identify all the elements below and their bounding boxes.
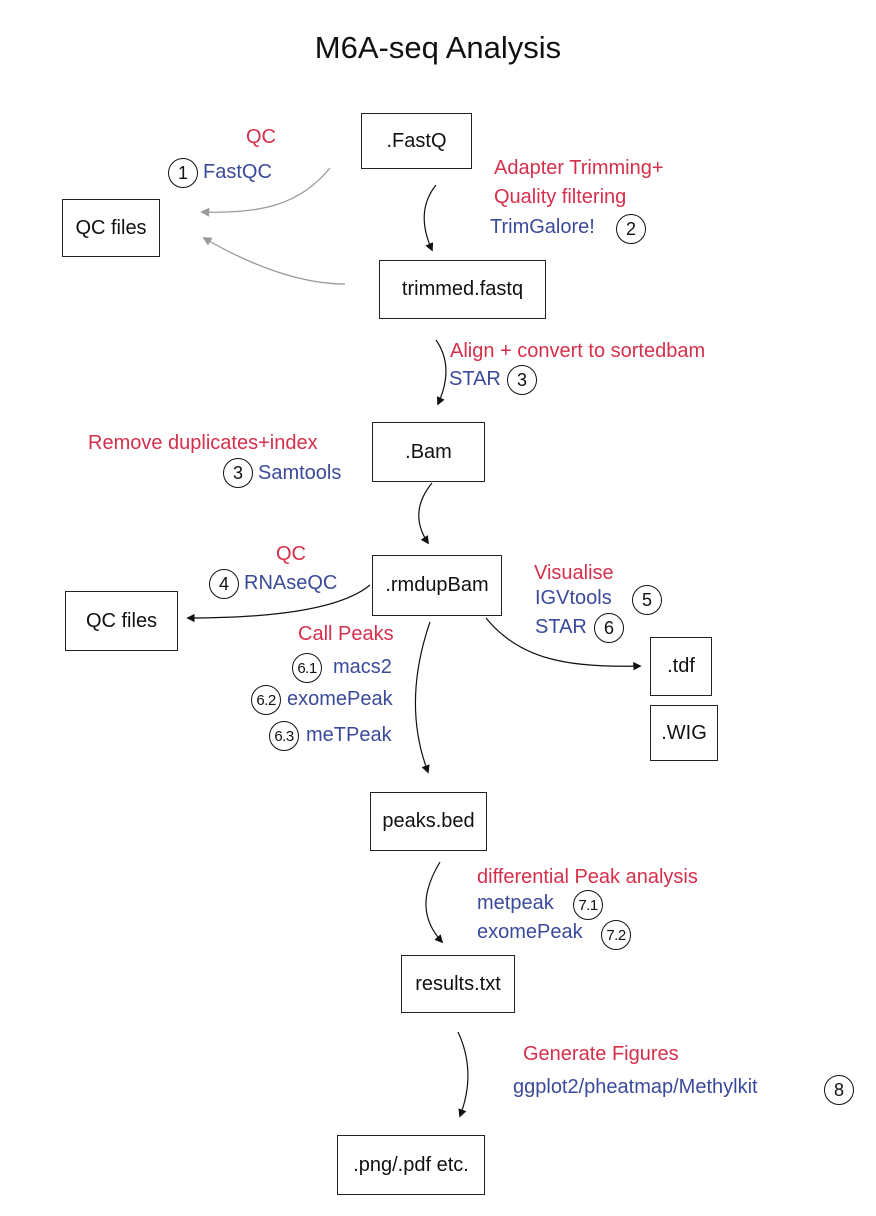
step-align-tool: STAR [449, 368, 501, 390]
arrow-trimmed-to-qc [202, 237, 346, 285]
step-number-badge: 2 [616, 214, 646, 244]
node-trimmed-fastq: trimmed.fastq [379, 260, 546, 319]
node-bam: .Bam [372, 422, 485, 482]
step-visualise-tool-star: STAR [535, 616, 587, 638]
step-diff-label: differential Peak analysis [477, 866, 698, 888]
node-peaks-bed: peaks.bed [370, 792, 487, 851]
arrow-peaks-to-results [425, 861, 444, 944]
step-number-badge: 6.3 [269, 721, 299, 751]
arrow-rmdup-to-tdf [485, 617, 642, 671]
step-dedup-label: Remove duplicates+index [88, 432, 318, 454]
step-number-badge: 1 [168, 158, 198, 188]
arrow-rmdup-to-peaks [414, 621, 431, 774]
step-trim-tool: TrimGalore! [490, 216, 595, 238]
step-figs-label: Generate Figures [523, 1043, 679, 1065]
node-figures: .png/.pdf etc. [337, 1135, 485, 1195]
step-qc1-label: QC [246, 126, 276, 148]
step-number-badge: 8 [824, 1075, 854, 1105]
step-diff-tool-exomepeak: exomePeak [477, 921, 583, 943]
step-number-badge: 6.2 [251, 685, 281, 715]
node-qc-files-2: QC files [65, 591, 178, 651]
step-visualise-label: Visualise [534, 562, 614, 584]
step-number-badge: 7.1 [573, 890, 603, 920]
step-dedup-tool: Samtools [258, 462, 342, 484]
step-number-badge: 3 [223, 458, 253, 488]
arrow-results-to-figures [457, 1031, 469, 1118]
step-number-badge: 6 [594, 613, 624, 643]
step-number-badge: 4 [209, 569, 239, 599]
step-qc1-tool: FastQC [203, 161, 272, 183]
step-figs-tool: ggplot2/pheatmap/Methylkit [513, 1076, 758, 1098]
arrow-fastq-to-qc [200, 167, 331, 217]
node-wig: .WIG [650, 705, 718, 761]
step-align-label: Align + convert to sortedbam [450, 340, 706, 362]
arrow-fastq-to-trimmed [423, 184, 437, 252]
step-diff-tool-metpeak: metpeak [477, 892, 554, 914]
step-number-badge: 7.2 [601, 920, 631, 950]
step-peaks-tool-exomepeak: exomePeak [287, 688, 393, 710]
node-qc-files-1: QC files [62, 199, 160, 257]
step-number-badge: 5 [632, 585, 662, 615]
node-rmdup-bam: .rmdupBam [372, 555, 502, 616]
step-peaks-tool-metpeak: meTPeak [306, 724, 392, 746]
node-tdf: .tdf [650, 637, 712, 696]
step-visualise-tool-igvtools: IGVtools [535, 587, 612, 609]
step-qc2-label: QC [276, 543, 306, 565]
step-qc2-tool: RNAseQC [244, 572, 338, 594]
step-peaks-label: Call Peaks [298, 623, 394, 645]
arrow-bam-to-rmdup [418, 482, 433, 545]
diagram-title: M6A-seq Analysis [314, 30, 562, 65]
step-trim-label-2: Quality filtering [494, 186, 627, 208]
step-trim-label-1: Adapter Trimming+ [494, 157, 664, 179]
node-results-txt: results.txt [401, 955, 515, 1013]
step-peaks-tool-macs2: macs2 [333, 656, 392, 678]
node-fastq: .FastQ [361, 113, 472, 169]
step-number-badge: 3 [507, 365, 537, 395]
step-number-badge: 6.1 [292, 653, 322, 683]
arrow-rmdup-to-qc [186, 584, 371, 623]
arrow-trimmed-to-bam [435, 339, 447, 406]
